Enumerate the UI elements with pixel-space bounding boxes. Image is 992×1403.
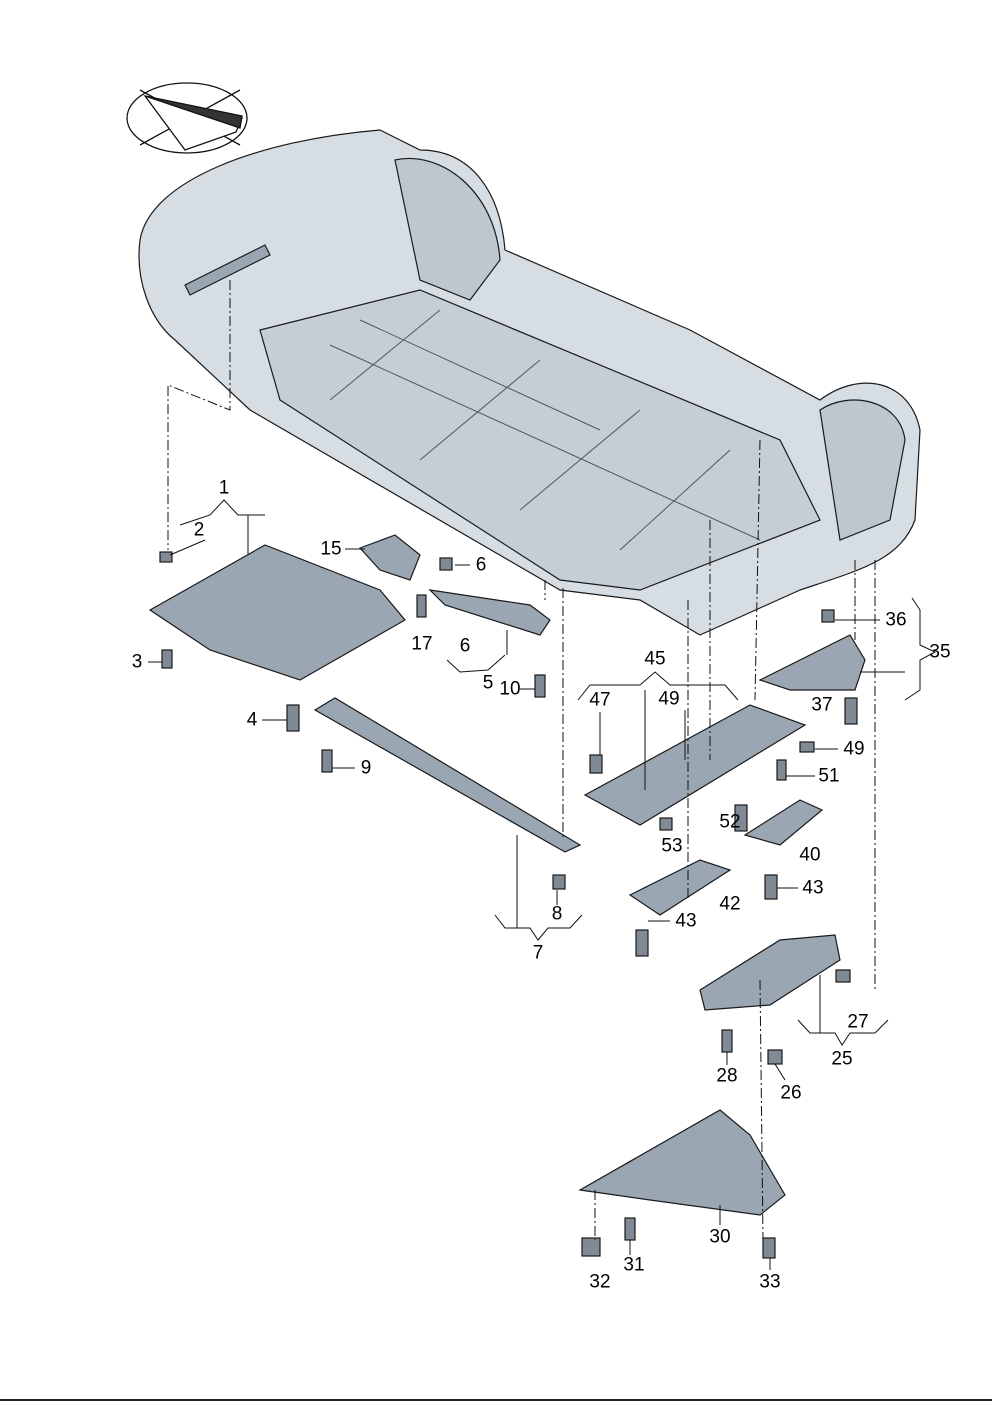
- callout-37: 37: [811, 694, 833, 716]
- callout-35: 35: [929, 641, 951, 663]
- callout-1: 1: [218, 477, 230, 499]
- callout-15: 15: [320, 538, 342, 560]
- callout-3: 3: [131, 651, 143, 673]
- callout-6a: 6: [475, 554, 487, 576]
- part-42-plate: [628, 859, 732, 916]
- callout-45: 45: [644, 648, 666, 670]
- callout-43b: 43: [675, 910, 697, 932]
- underbody-parts: [148, 534, 866, 1259]
- callout-42: 42: [719, 893, 741, 915]
- callout-32: 32: [589, 1271, 611, 1293]
- callout-2: 2: [193, 519, 205, 541]
- callout-5: 5: [482, 672, 494, 694]
- callout-25: 25: [831, 1048, 853, 1070]
- callout-28: 28: [716, 1065, 738, 1087]
- callout-26: 26: [780, 1082, 802, 1104]
- callout-4: 4: [246, 709, 258, 731]
- callout-51: 51: [818, 765, 840, 787]
- leader-lines: [148, 280, 937, 1270]
- callout-6b: 6: [459, 635, 471, 657]
- callout-49b: 49: [843, 738, 865, 760]
- callout-17: 17: [411, 633, 433, 655]
- part-25-cover: [699, 934, 841, 1011]
- callout-47: 47: [589, 689, 611, 711]
- vehicle-underbody: [138, 129, 921, 636]
- callout-31: 31: [623, 1254, 645, 1276]
- part-40-plate: [743, 799, 824, 846]
- callout-33: 33: [759, 1271, 781, 1293]
- part-15-bracket: [358, 534, 421, 581]
- callout-43a: 43: [802, 877, 824, 899]
- callout-8: 8: [551, 903, 563, 925]
- part-5-panel: [428, 589, 551, 636]
- part-35-bracket: [758, 634, 866, 691]
- callout-9: 9: [360, 757, 372, 779]
- part-1-front-cover: [148, 544, 406, 681]
- orientation-icon: [126, 82, 248, 154]
- callout-27: 27: [847, 1011, 869, 1033]
- part-45-rail: [583, 704, 807, 826]
- part-7-side-rail: [313, 697, 582, 853]
- callout-10: 10: [499, 678, 521, 700]
- callout-49a: 49: [658, 688, 680, 710]
- callout-30: 30: [709, 1226, 731, 1248]
- callout-7: 7: [532, 942, 544, 964]
- bottom-rule: [0, 1399, 992, 1401]
- callout-40: 40: [799, 844, 821, 866]
- callout-36: 36: [885, 609, 907, 631]
- callout-53: 53: [661, 835, 683, 857]
- callout-52: 52: [719, 811, 741, 833]
- part-30-cover: [578, 1109, 786, 1216]
